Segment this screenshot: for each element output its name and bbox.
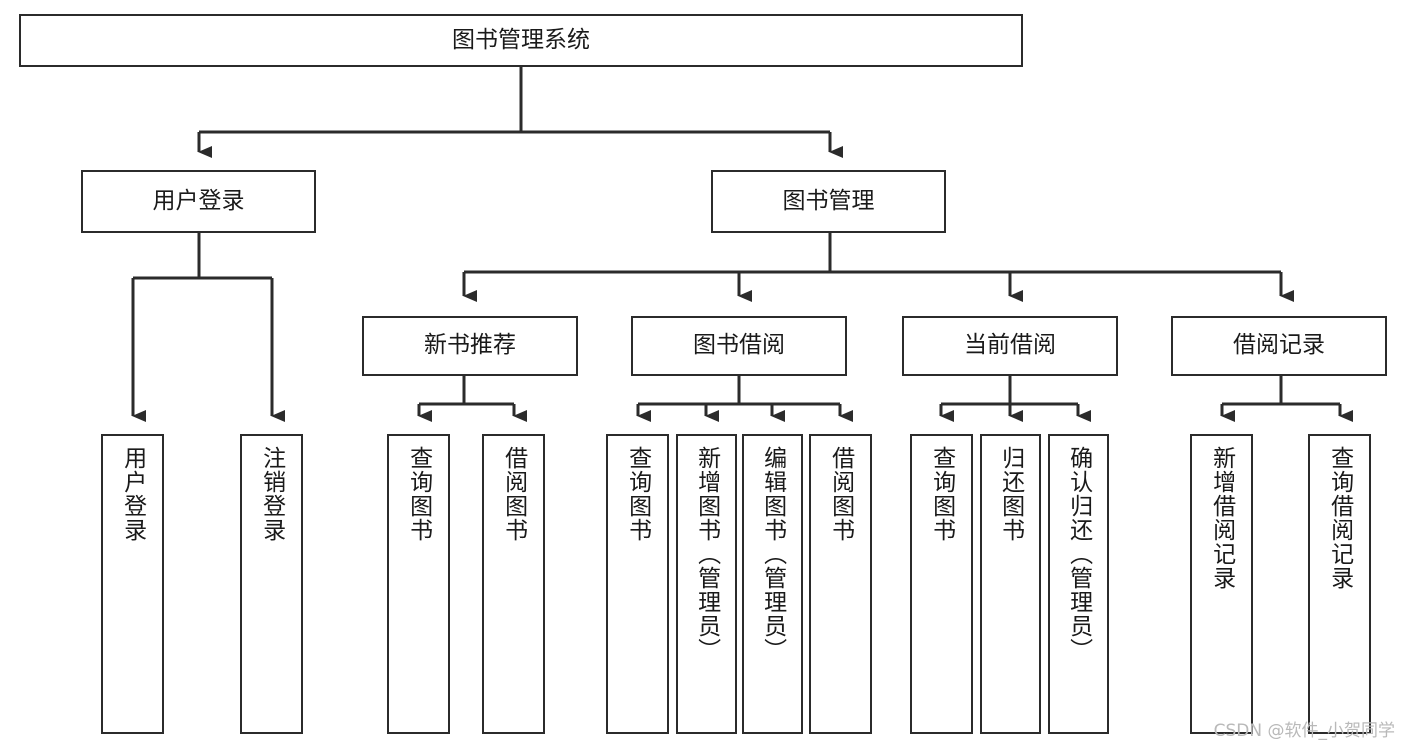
node-new-book-recommend-label: 新书推荐 — [424, 332, 516, 359]
node-leaf-logout-login[interactable]: 注销登录 — [240, 434, 303, 734]
node-leaf-query-book-3[interactable]: 查询图书 — [910, 434, 973, 734]
node-user-login-label: 用户登录 — [152, 187, 245, 214]
node-leaf-query-book-2-label: 查询图书 — [624, 446, 651, 542]
node-book-borrow[interactable]: 图书借阅 — [631, 316, 847, 376]
node-new-book-recommend[interactable]: 新书推荐 — [362, 316, 578, 376]
node-leaf-add-book[interactable]: 新增图书（管理员） — [676, 434, 737, 734]
node-leaf-add-record[interactable]: 新增借阅记录 — [1190, 434, 1253, 734]
node-leaf-logout-login-label: 注销登录 — [258, 446, 285, 542]
node-leaf-query-record-label: 查询借阅记录 — [1326, 446, 1353, 590]
node-current-borrow-label: 当前借阅 — [964, 332, 1056, 359]
node-leaf-query-book-1-label: 查询图书 — [405, 446, 432, 542]
node-leaf-borrow-book-1[interactable]: 借阅图书 — [482, 434, 545, 734]
node-leaf-confirm-return-label: 确认归还（管理员） — [1065, 446, 1092, 662]
node-leaf-borrow-book-2-label: 借阅图书 — [827, 446, 854, 542]
node-borrow-record[interactable]: 借阅记录 — [1171, 316, 1387, 376]
csdn-watermark: CSDN @软件_小贺同学 — [1213, 721, 1395, 741]
node-leaf-return-book-label: 归还图书 — [997, 446, 1024, 542]
node-leaf-query-book-1[interactable]: 查询图书 — [387, 434, 450, 734]
node-book-borrow-label: 图书借阅 — [693, 332, 785, 359]
node-leaf-user-login-label: 用户登录 — [119, 446, 146, 542]
node-leaf-add-record-label: 新增借阅记录 — [1208, 446, 1235, 590]
node-leaf-edit-book-label: 编辑图书（管理员） — [759, 446, 786, 662]
node-leaf-borrow-book-1-label: 借阅图书 — [500, 446, 527, 542]
node-user-login[interactable]: 用户登录 — [81, 170, 316, 233]
node-leaf-query-book-2[interactable]: 查询图书 — [606, 434, 669, 734]
node-leaf-query-book-3-label: 查询图书 — [928, 446, 955, 542]
node-leaf-query-record[interactable]: 查询借阅记录 — [1308, 434, 1371, 734]
node-leaf-add-book-label: 新增图书（管理员） — [693, 446, 720, 662]
node-book-manage-label: 图书管理 — [782, 187, 875, 214]
node-root[interactable]: 图书管理系统 — [19, 14, 1023, 67]
node-leaf-confirm-return[interactable]: 确认归还（管理员） — [1048, 434, 1109, 734]
node-root-label: 图书管理系统 — [452, 26, 590, 53]
node-leaf-return-book[interactable]: 归还图书 — [980, 434, 1041, 734]
node-borrow-record-label: 借阅记录 — [1233, 332, 1325, 359]
node-leaf-borrow-book-2[interactable]: 借阅图书 — [809, 434, 872, 734]
node-leaf-edit-book[interactable]: 编辑图书（管理员） — [742, 434, 803, 734]
node-book-manage[interactable]: 图书管理 — [711, 170, 946, 233]
node-current-borrow[interactable]: 当前借阅 — [902, 316, 1118, 376]
node-leaf-user-login[interactable]: 用户登录 — [101, 434, 164, 734]
